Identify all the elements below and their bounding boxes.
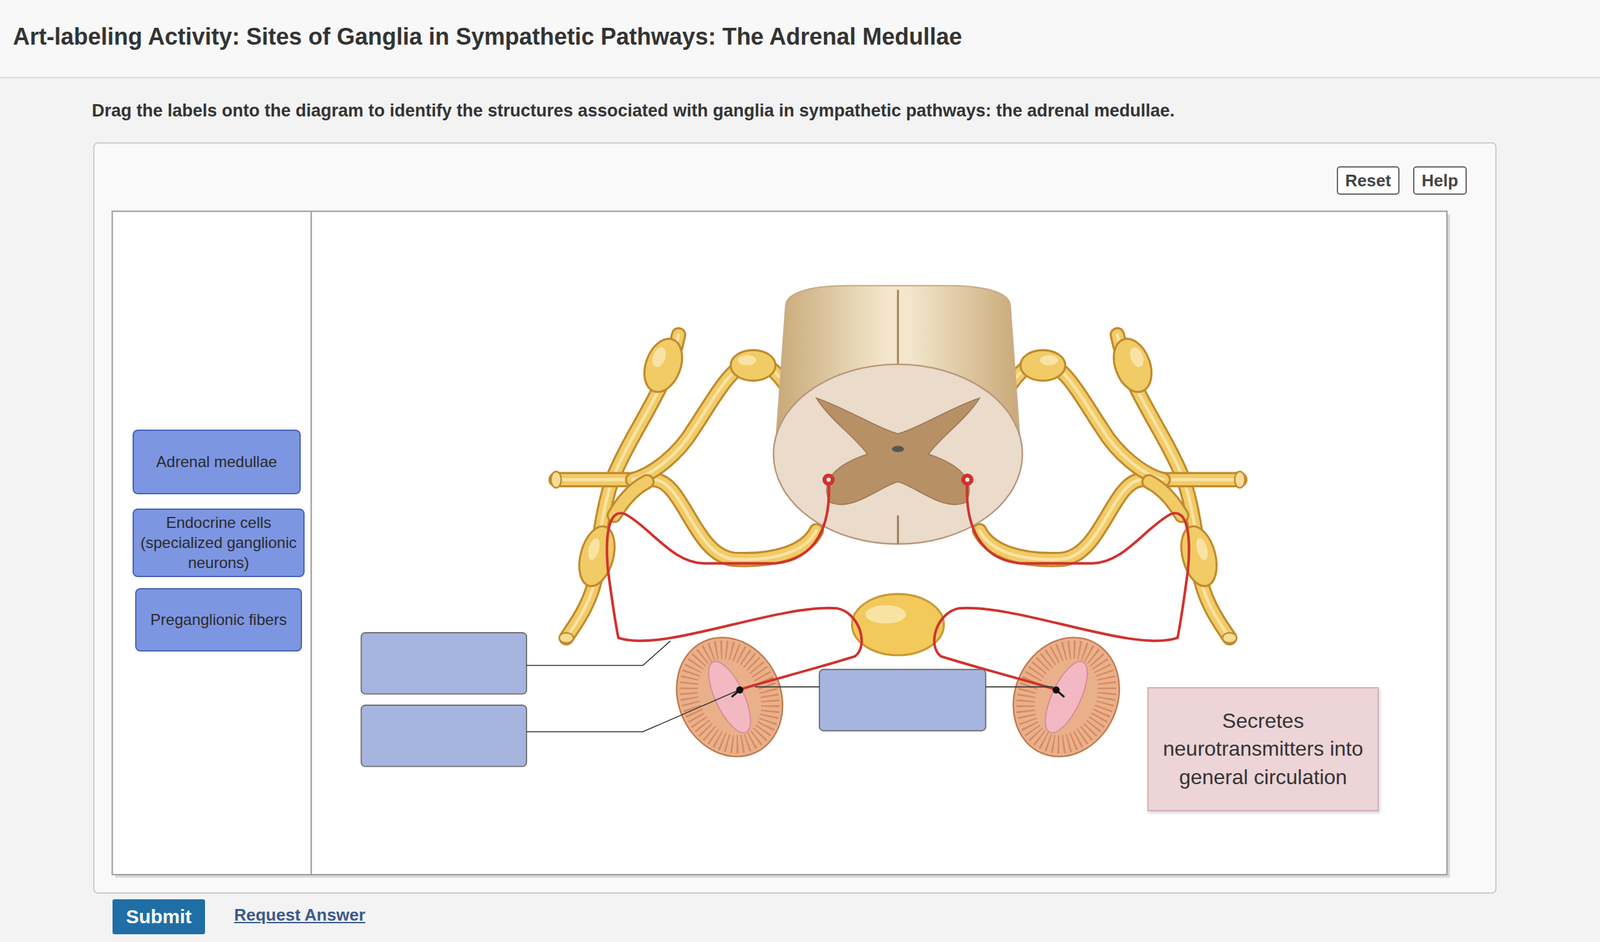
drag-label: Endocrine cells (specialized ganglionic … — [132, 508, 305, 577]
node-text: Secretes neurotransmitters into general … — [1158, 706, 1368, 791]
submit-button: Submit — [112, 898, 206, 934]
spinal-cord — [773, 285, 1023, 544]
page-title: Art-labeling Activity: Sites of Ganglia … — [12, 23, 963, 51]
node-text: Endocrine cells (specialized ganglionic … — [139, 512, 299, 573]
node-text: Preganglionic fibers — [150, 609, 288, 630]
drag-label: Preganglionic fibers — [135, 587, 303, 652]
node-text: Adrenal medullae — [156, 451, 278, 472]
leader-line — [526, 640, 1053, 732]
collateral-ganglion — [851, 593, 944, 656]
reset-button: Reset — [1336, 166, 1400, 195]
node-text: Submit — [126, 905, 193, 928]
node-text: Help — [1421, 170, 1458, 191]
spinal-nerve — [551, 333, 817, 643]
drag-label: Adrenal medullae — [132, 429, 301, 495]
node-text: Reset — [1345, 170, 1392, 191]
drop-target — [361, 632, 987, 767]
request-answer-link: Request Answer — [234, 904, 366, 925]
callout-note: Secretes neurotransmitters into general … — [1147, 686, 1379, 811]
instruction-text: Drag the labels onto the diagram to iden… — [91, 100, 1175, 121]
help-button: Help — [1413, 166, 1467, 195]
